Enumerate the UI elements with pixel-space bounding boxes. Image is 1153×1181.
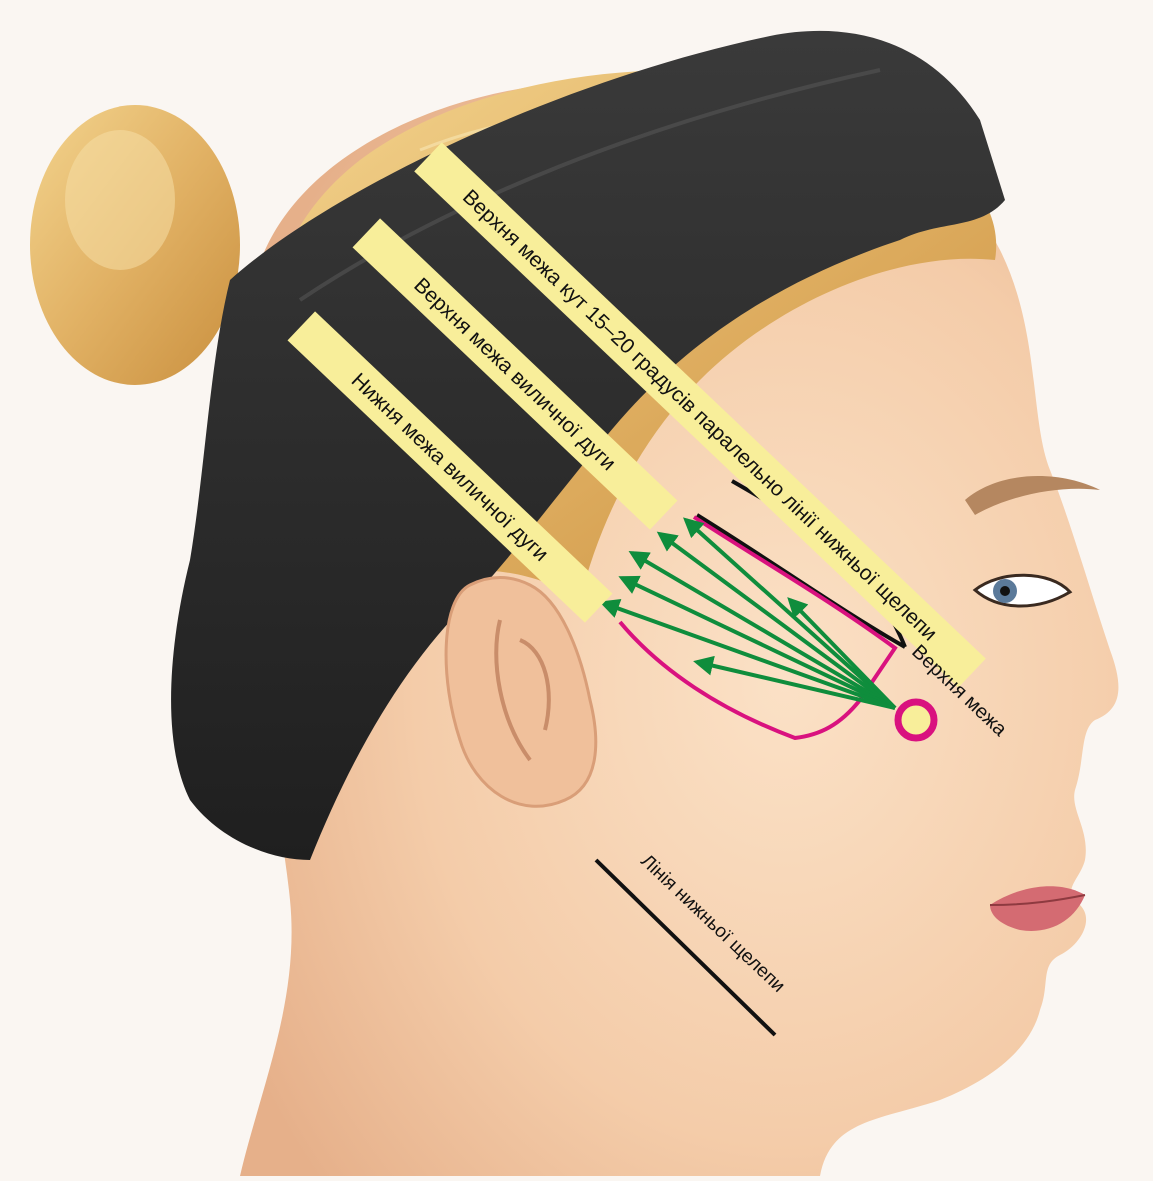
eye-pupil [1000,586,1010,596]
circle-marker-icon [898,702,934,738]
hair-bun-highlight [65,130,175,270]
